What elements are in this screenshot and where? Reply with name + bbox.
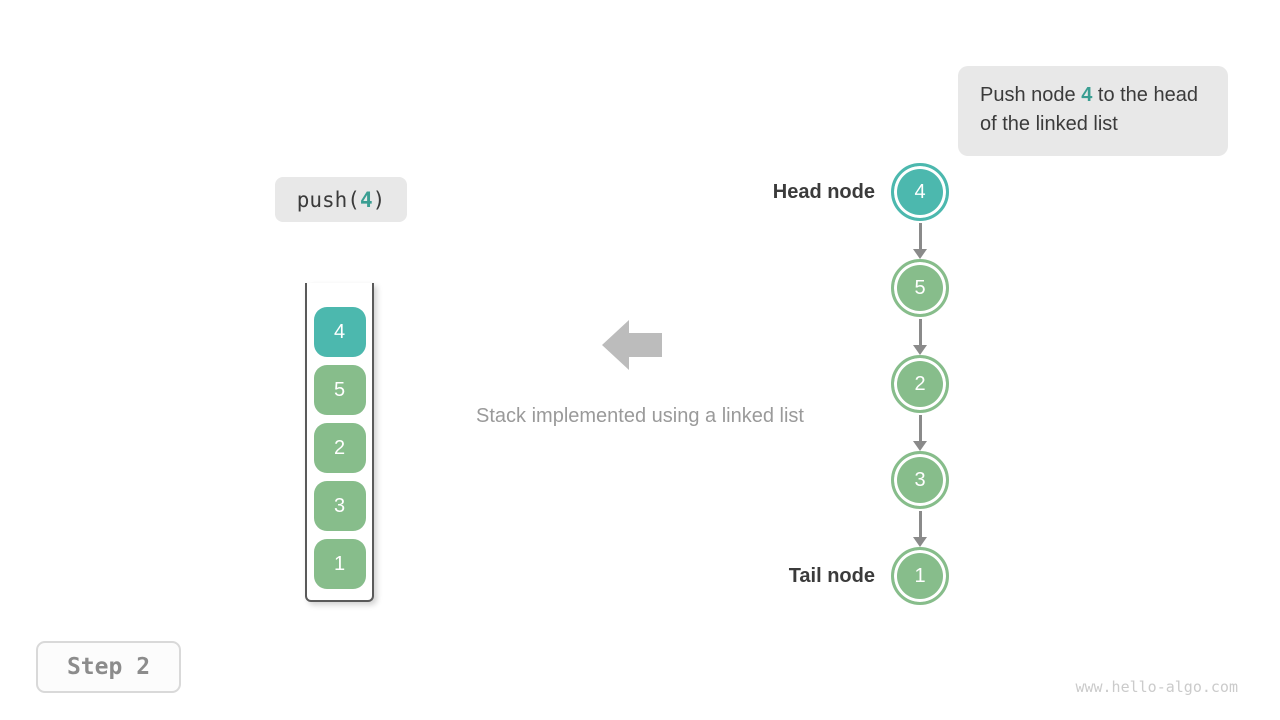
list-node: 3: [891, 451, 949, 509]
stack-item: 5: [313, 365, 366, 415]
stack-caption: Stack implemented using a linked list: [476, 405, 804, 427]
stack-item: 1: [313, 539, 366, 589]
watermark-url: www.hello-algo.com: [1075, 678, 1238, 696]
tail-node-label: Tail node: [788, 565, 875, 587]
down-arrow-icon: [906, 511, 934, 547]
list-node: 2: [891, 355, 949, 413]
step-badge: Step 2: [36, 641, 181, 693]
code-suffix: ): [372, 187, 386, 212]
push-explanation-tooltip: Push node 4 to the head of the linked li…: [958, 66, 1228, 156]
head-node-label: Head node: [772, 181, 875, 203]
down-arrow-icon: [906, 319, 934, 355]
stack-container: 4 5 2 3 1: [305, 283, 374, 602]
stack-item: 4: [313, 307, 366, 357]
left-arrow-icon: [602, 320, 662, 370]
list-node: 4: [891, 163, 949, 221]
tooltip-highlight-value: 4: [1081, 84, 1093, 106]
stack-item: 2: [313, 423, 366, 473]
code-highlight-value: 4: [359, 187, 373, 212]
tooltip-text-suffix: to the head of the linked list: [980, 84, 1198, 135]
list-node: 5: [891, 259, 949, 317]
stack-item: 3: [313, 481, 366, 531]
down-arrow-icon: [906, 223, 934, 259]
tooltip-text-prefix: Push node: [980, 84, 1082, 106]
push-code-chip: push(4): [275, 177, 407, 222]
code-prefix: push(: [296, 187, 360, 212]
down-arrow-icon: [906, 415, 934, 451]
list-node: 1: [891, 547, 949, 605]
